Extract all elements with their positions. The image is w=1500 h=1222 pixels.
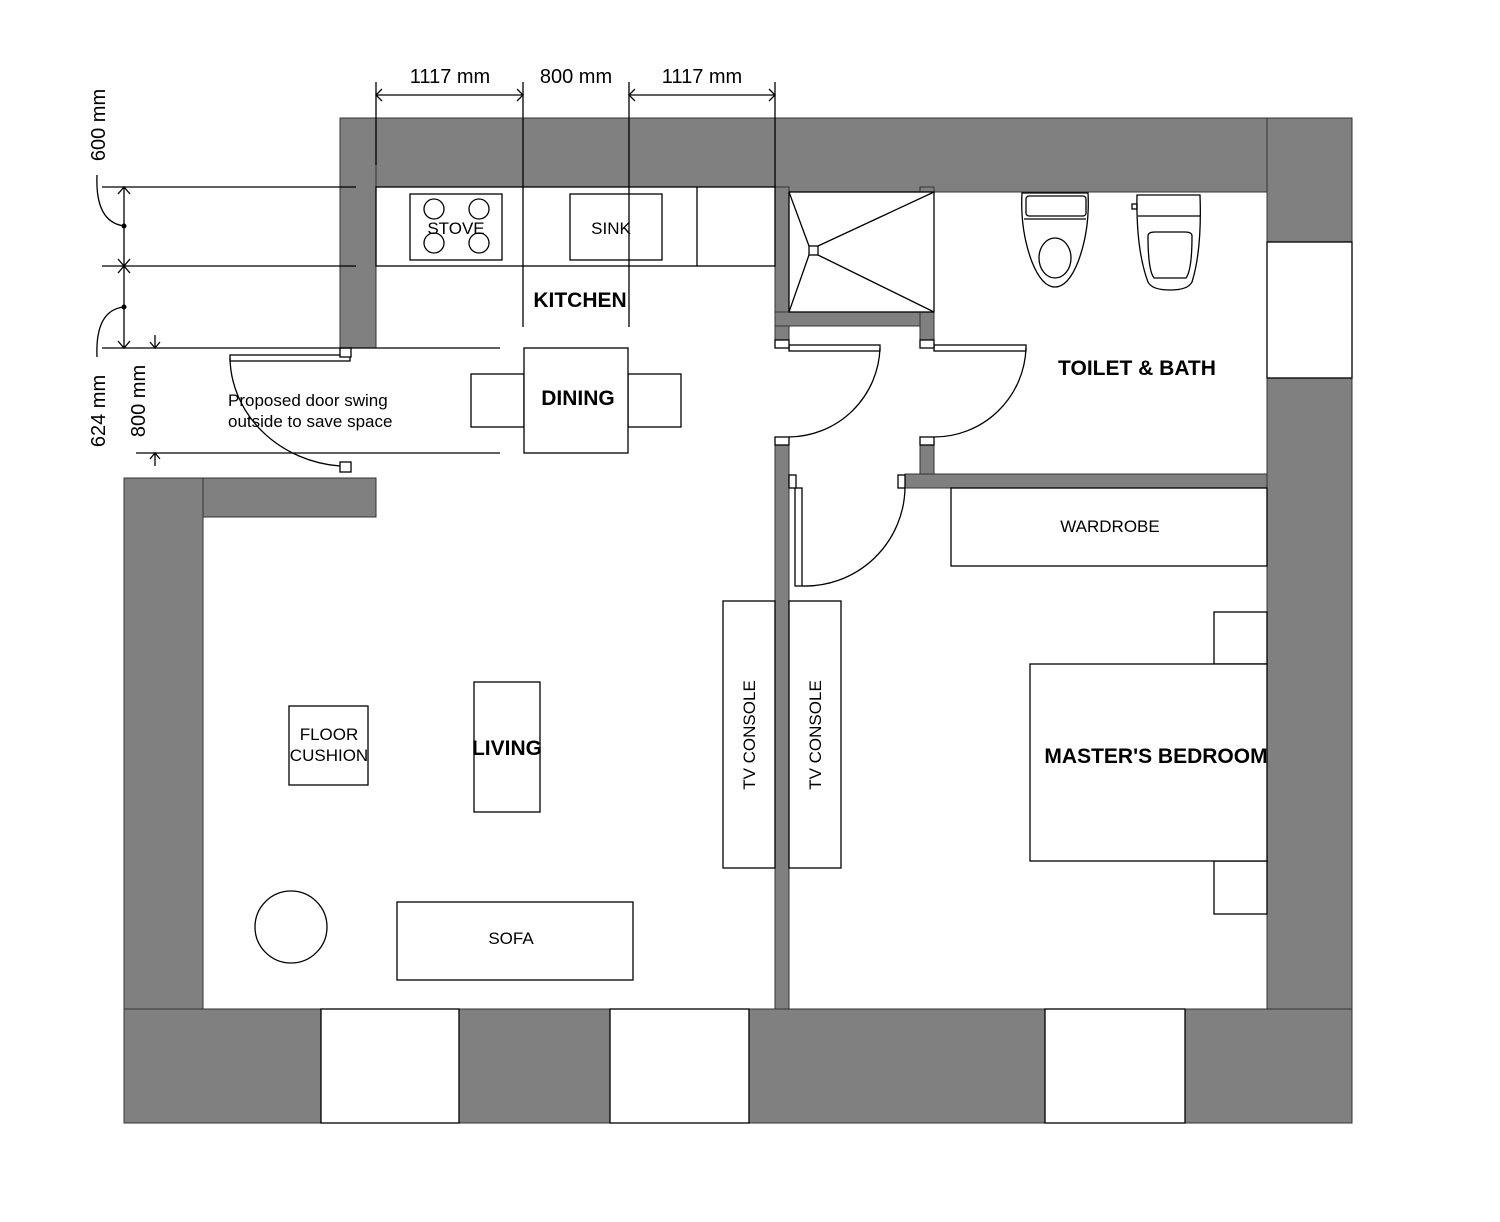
shower [788, 191, 935, 313]
sofa [396, 901, 634, 981]
dimension-lines [96, 82, 776, 466]
tv-console-left [722, 600, 776, 869]
stove-label: STOVE [427, 219, 484, 238]
dim-left-624: 624 mm [88, 375, 110, 447]
coffee-table [473, 681, 541, 813]
dining-set [470, 347, 682, 454]
dim-top-1: 1117 mm [410, 66, 490, 88]
dim-top-3: 1117 mm [662, 66, 742, 88]
tv-console-right-label: TV CONSOLE [806, 680, 825, 790]
nightstand-bottom [1213, 860, 1268, 915]
dim-top-2: 800 mm [540, 66, 612, 88]
sofa-label: SOFA [488, 929, 534, 948]
dim-left-600: 600 mm [88, 89, 110, 161]
doors [229, 339, 1027, 587]
toilet-fixtures [1021, 192, 1201, 291]
dim-door-800: 800 mm [128, 365, 150, 437]
tv-console-left-label: TV CONSOLE [740, 680, 759, 790]
room-dining: DINING [541, 387, 615, 410]
windows [320, 241, 1353, 1124]
round-table [254, 890, 328, 964]
wardrobe [950, 487, 1268, 567]
sink [569, 193, 663, 261]
floor-cushion [288, 705, 369, 786]
floor-cushion-label-2: CUSHION [290, 746, 368, 765]
tv-console-right [788, 600, 842, 869]
door-note-line2: outside to save space [228, 412, 392, 431]
door-note-line1: Proposed door swing [228, 391, 388, 410]
room-bedroom: MASTER'S BEDROOM [1044, 745, 1267, 768]
bed [1029, 663, 1268, 862]
nightstand-top [1213, 611, 1268, 665]
room-living: LIVING [472, 737, 542, 760]
sink-label: SINK [591, 219, 631, 238]
kitchen-counter: STOVE SINK [375, 186, 776, 267]
room-kitchen: KITCHEN [533, 289, 626, 312]
room-toilet-bath: TOILET & BATH [1058, 357, 1216, 380]
floor-cushion-label-1: FLOOR [300, 725, 359, 744]
wardrobe-label: WARDROBE [1060, 517, 1160, 536]
